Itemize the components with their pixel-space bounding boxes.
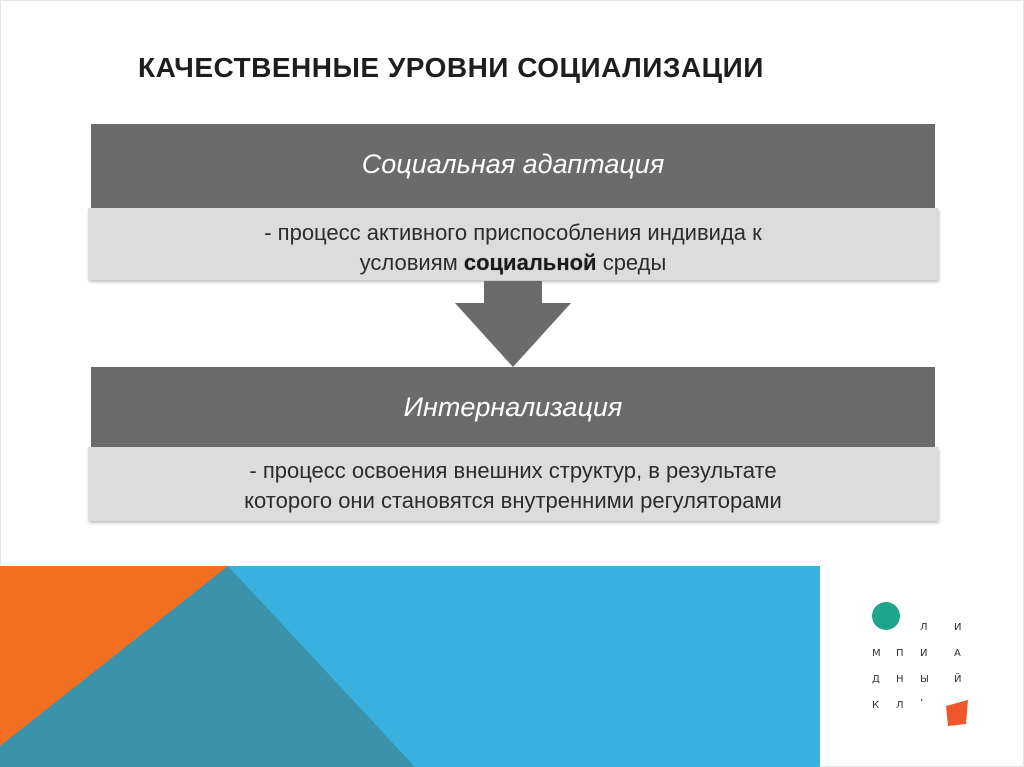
- decorative-banner: [0, 566, 820, 767]
- level-1-description-line2: условиям социальной среды: [88, 248, 938, 278]
- logo-letter: Д: [872, 674, 880, 685]
- logo-shapes: [872, 602, 968, 726]
- level-2-heading: Интернализация: [91, 367, 935, 447]
- slide-title: КАЧЕСТВЕННЫЕ УРОВНИ СОЦИАЛИЗАЦИИ: [138, 52, 764, 83]
- logo-letter: И: [920, 648, 928, 659]
- logo-letter: Н: [896, 674, 904, 685]
- logo-letter: М: [872, 648, 881, 659]
- logo-letter: ’: [920, 698, 924, 709]
- logo-letter: А: [954, 648, 961, 659]
- logo-letter: Й: [954, 674, 962, 685]
- level-1-desc-text-after: среды: [596, 250, 667, 275]
- logo: Л И М П И А Д Н Ы Й К Л ’: [862, 598, 982, 728]
- level-1-heading: Социальная адаптация: [91, 124, 935, 208]
- logo-letter: Л: [920, 622, 928, 633]
- level-2-description: - процесс освоения внешних структур, в р…: [88, 447, 938, 521]
- down-arrow-icon: [455, 281, 571, 367]
- level-2-description-line1: - процесс освоения внешних структур, в р…: [249, 458, 777, 483]
- logo-letter: П: [896, 648, 904, 659]
- logo-letter: К: [872, 700, 880, 711]
- level-1-description: - процесс активного приспособления индив…: [88, 208, 938, 280]
- logo-letter: Л: [896, 700, 904, 711]
- level-1-desc-text-before: условиям: [359, 250, 464, 275]
- logo-letter: И: [954, 622, 962, 633]
- logo-letter: Ы: [920, 674, 929, 685]
- level-1-description-line1: - процесс активного приспособления индив…: [264, 220, 762, 245]
- level-1-desc-highlight: социальной: [463, 250, 597, 275]
- level-2-description-line2: которого они становятся внутренними регу…: [244, 488, 782, 513]
